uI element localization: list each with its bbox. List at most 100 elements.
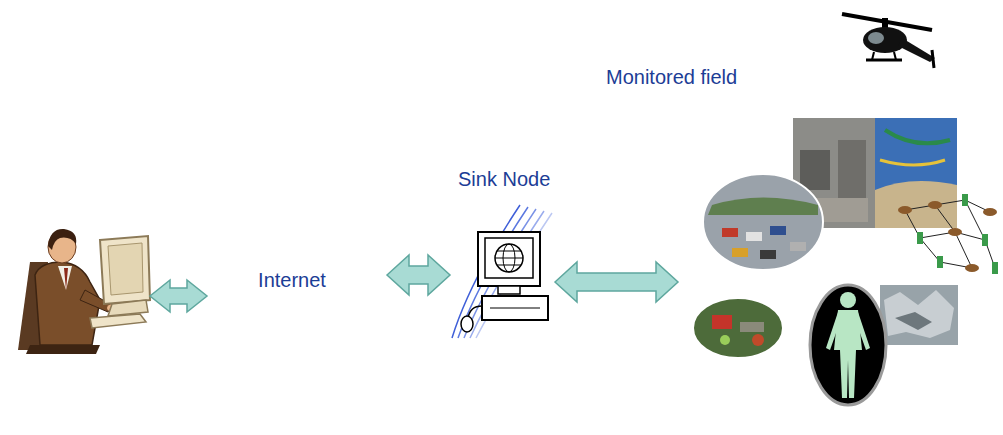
cloud-outline xyxy=(217,200,297,270)
sensor-network xyxy=(982,234,988,246)
double-arrow xyxy=(150,280,207,312)
field-photos xyxy=(895,312,932,330)
cloud-outline xyxy=(678,220,738,340)
cloud-outline xyxy=(199,290,275,360)
double-arrow xyxy=(387,255,450,295)
cloud-fill xyxy=(199,290,275,360)
user-figure xyxy=(18,229,150,354)
cloud-outline xyxy=(197,235,247,305)
field-photos xyxy=(740,322,764,332)
sensor-network xyxy=(955,232,972,268)
field-photos xyxy=(703,174,823,270)
user-figure xyxy=(26,345,100,354)
cloud-outline xyxy=(878,105,998,205)
cloud-outline xyxy=(678,165,758,245)
cloud-fill xyxy=(933,290,1003,400)
cloud-outline xyxy=(678,95,1003,433)
sensor-network xyxy=(992,262,998,274)
cloud-fill xyxy=(703,125,983,405)
computer-icon xyxy=(478,232,540,286)
user-figure xyxy=(90,314,146,328)
field-photos xyxy=(708,198,818,216)
cloud-fill xyxy=(212,210,372,350)
sensor-network xyxy=(965,264,979,272)
internet-cloud: Internet xyxy=(197,185,387,375)
cloud-fill xyxy=(943,185,1003,305)
sink-node: Sink Node xyxy=(450,203,555,340)
field-photos xyxy=(840,292,856,308)
cloud-outline xyxy=(247,325,337,375)
field-photos xyxy=(770,226,786,235)
cloud-fill xyxy=(272,190,362,260)
cloud-outline xyxy=(933,290,1003,400)
cloud-outline xyxy=(703,125,983,405)
field-photos xyxy=(826,312,840,350)
computer-icon xyxy=(495,244,523,272)
computer-icon xyxy=(482,296,548,320)
helicopter-icon xyxy=(894,52,896,60)
cloud-outline xyxy=(307,303,387,367)
user-figure xyxy=(48,229,76,250)
helicopter-icon xyxy=(898,38,935,62)
field-cloud: Monitored field xyxy=(678,95,1003,433)
computer-icon xyxy=(485,238,533,278)
user-figure xyxy=(108,300,148,316)
sensor-network xyxy=(937,256,943,268)
field-photos xyxy=(760,250,776,259)
field-photos xyxy=(720,335,730,345)
field-photos xyxy=(722,228,738,237)
field-photos xyxy=(856,312,870,350)
sensor-network xyxy=(983,208,997,216)
cloud-outline xyxy=(678,315,748,415)
cloud-fill xyxy=(768,95,908,185)
user-figure xyxy=(100,236,150,304)
user-figure xyxy=(108,243,143,295)
cloud-outline xyxy=(212,210,372,350)
field-photos xyxy=(790,242,806,251)
double-arrow xyxy=(555,262,678,302)
cloud-outline xyxy=(272,190,362,260)
sensor-network xyxy=(962,194,968,206)
field-photos xyxy=(880,160,945,165)
sensor-network xyxy=(928,201,942,209)
node-label: Sink Node xyxy=(458,167,550,191)
helicopter-icon xyxy=(932,50,934,68)
cloud-fill xyxy=(678,315,748,415)
user-figure xyxy=(58,266,72,290)
field-photos xyxy=(838,140,866,200)
field-photos xyxy=(746,232,762,241)
cloud-fill xyxy=(197,235,247,305)
computer-icon xyxy=(498,286,520,294)
field-photos xyxy=(693,298,783,358)
cloud-fill xyxy=(327,235,387,315)
cloud-fill xyxy=(678,165,758,245)
node-label: Internet xyxy=(258,268,326,292)
field-photos xyxy=(712,315,732,329)
cloud-outline xyxy=(693,115,803,215)
cloud-outline xyxy=(708,357,848,433)
helicopter-icon xyxy=(863,27,907,53)
helicopter-icon xyxy=(868,32,884,44)
field-photos xyxy=(810,285,886,405)
helicopter-icon xyxy=(882,18,888,28)
computer-icon xyxy=(495,258,523,259)
field-photos xyxy=(875,181,957,228)
field-photos xyxy=(732,248,748,257)
computer-icon xyxy=(476,213,552,338)
field-photos xyxy=(752,334,764,346)
field-photos xyxy=(693,118,958,405)
cloud-fill xyxy=(708,357,848,433)
field-photos xyxy=(880,285,958,345)
helicopter-icon xyxy=(872,52,874,60)
sensor-network xyxy=(905,200,995,268)
cloud-fill xyxy=(247,325,337,375)
sensor-network xyxy=(898,194,998,274)
cloud-outline xyxy=(327,235,387,315)
field-photos xyxy=(875,118,957,228)
cloud-fill xyxy=(808,357,948,433)
field-photos xyxy=(800,150,830,190)
